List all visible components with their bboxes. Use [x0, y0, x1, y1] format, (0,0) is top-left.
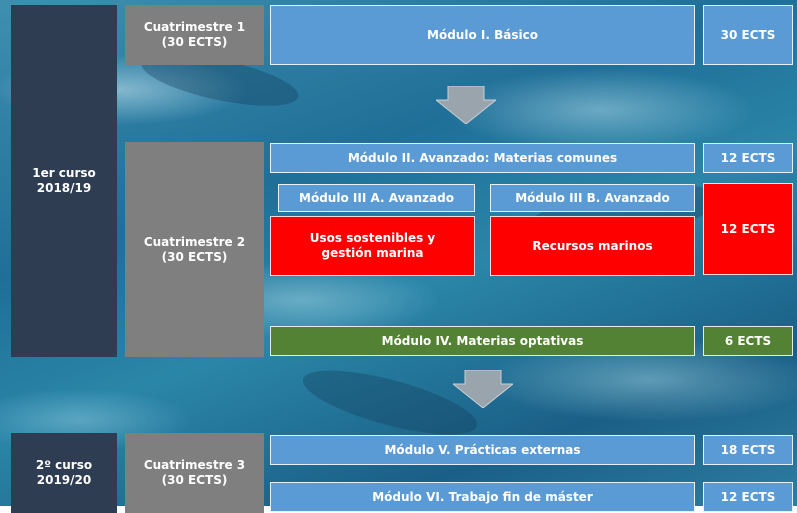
semester1-label: Cuatrimestre 1 (30 ECTS)	[125, 5, 264, 65]
down-arrow-icon	[453, 370, 513, 408]
module-6-ects: 12 ECTS	[703, 482, 793, 512]
module-5: Módulo V. Prácticas externas	[270, 435, 695, 465]
module-4-ects: 6 ECTS	[703, 326, 793, 356]
semester2-label: Cuatrimestre 2 (30 ECTS)	[125, 142, 264, 357]
module-2-ects: 12 ECTS	[703, 143, 793, 173]
module-1: Módulo I. Básico	[270, 5, 695, 65]
module-5-ects: 18 ECTS	[703, 435, 793, 465]
module-3-ects: 12 ECTS	[703, 183, 793, 275]
module-3b-header: Módulo III B. Avanzado	[490, 184, 695, 212]
module-6: Módulo VI. Trabajo fin de máster	[270, 482, 695, 512]
year1-label: 1er curso 2018/19	[11, 5, 117, 357]
module-1-ects: 30 ECTS	[703, 5, 793, 65]
down-arrow-icon	[436, 86, 496, 124]
module-4: Módulo IV. Materias optativas	[270, 326, 695, 356]
module-3a-specialty: Usos sostenibles y gestión marina	[270, 216, 475, 276]
semester3-label: Cuatrimestre 3 (30 ECTS)	[125, 433, 264, 513]
module-3b-specialty: Recursos marinos	[490, 216, 695, 276]
year2-label: 2º curso 2019/20	[11, 433, 117, 513]
module-2: Módulo II. Avanzado: Materias comunes	[270, 143, 695, 173]
module-3a-header: Módulo III A. Avanzado	[278, 184, 475, 212]
